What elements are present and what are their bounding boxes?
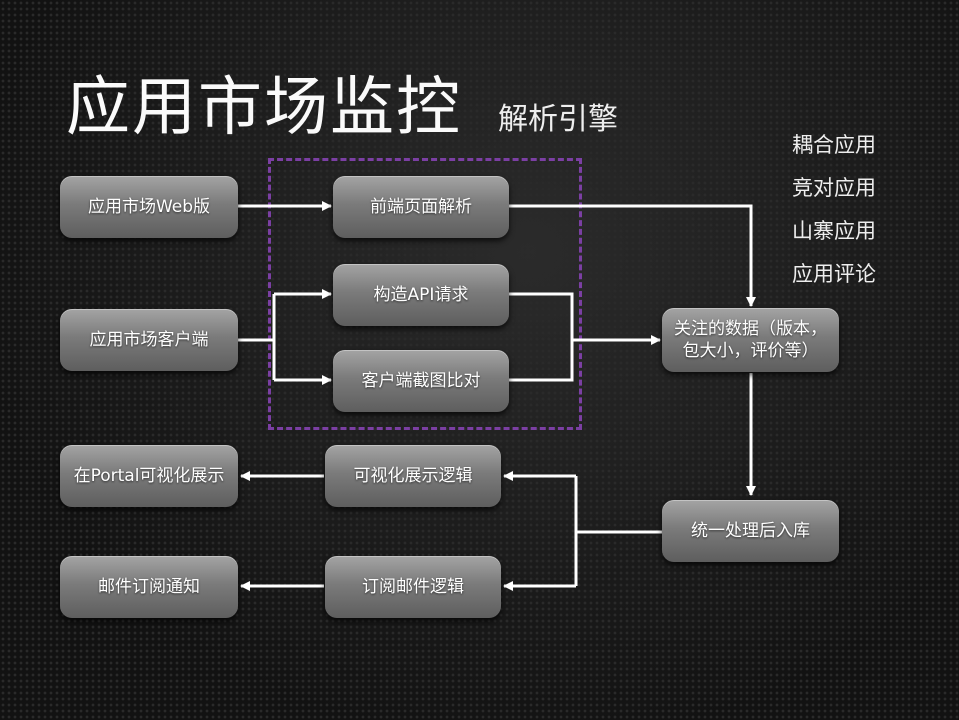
page-subtitle: 解析引擎 bbox=[498, 102, 618, 137]
arrow-frontend-to-data bbox=[509, 204, 756, 307]
side-list-item: 竞对应用 bbox=[792, 176, 876, 200]
arrow-api-merge bbox=[509, 292, 574, 382]
box-unified-store: 统一处理后入库 bbox=[662, 500, 839, 562]
box-portal-visual: 在Portal可视化展示 bbox=[60, 445, 238, 507]
box-subscribe-logic: 订阅邮件逻辑 bbox=[325, 556, 501, 618]
side-list-item: 山寨应用 bbox=[792, 219, 876, 243]
side-list-item: 应用评论 bbox=[792, 262, 876, 286]
parse-engine-group-border bbox=[268, 158, 582, 430]
box-app-market-client: 应用市场客户端 bbox=[60, 309, 238, 371]
page-title: 应用市场监控 bbox=[66, 71, 462, 145]
side-list-item: 耦合应用 bbox=[792, 133, 876, 157]
box-email-notify: 邮件订阅通知 bbox=[60, 556, 238, 618]
box-client-screenshot-compare: 客户端截图比对 bbox=[333, 350, 509, 412]
box-app-market-web: 应用市场Web版 bbox=[60, 176, 238, 238]
side-list: 耦合应用 竞对应用 山寨应用 应用评论 bbox=[792, 124, 876, 296]
box-construct-api-request: 构造API请求 bbox=[333, 264, 509, 326]
box-focus-data-line1: 关注的数据（版本， bbox=[674, 319, 827, 339]
box-visual-logic: 可视化展示逻辑 bbox=[325, 445, 501, 507]
box-focus-data: 关注的数据（版本， 包大小，评价等） bbox=[662, 308, 839, 372]
box-focus-data-line2: 包大小，评价等） bbox=[682, 341, 819, 361]
box-frontend-page-parse: 前端页面解析 bbox=[333, 176, 509, 238]
